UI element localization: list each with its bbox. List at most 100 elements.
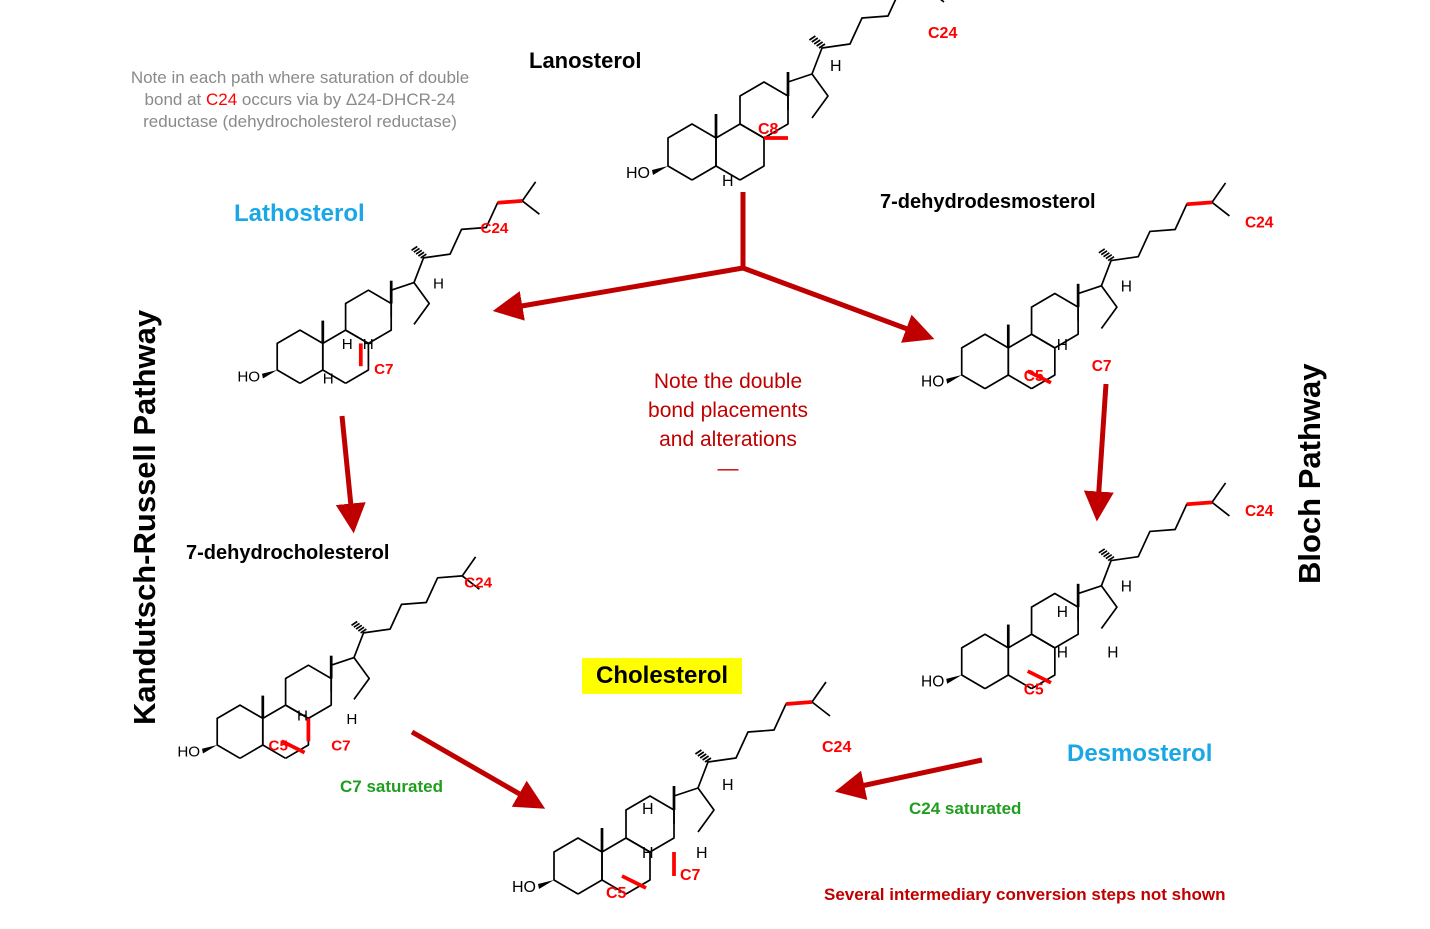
desmosterol-structure-side-chain	[1100, 501, 1213, 587]
lathosterol-structure-ring-a	[276, 329, 324, 385]
desmosterol-structure-ho-label: HO	[921, 674, 944, 691]
dehydrodesmosterol-structure-hash-4	[1098, 248, 1106, 254]
dehydrodesmosterol-structure-ring-c	[1030, 292, 1079, 349]
kandutsch-russell-label: Kandutsch-Russell Pathway	[127, 309, 162, 725]
dehydrocholesterol-structure-carbon-label-1: C5	[269, 738, 289, 755]
cholesterol-structure-side-methyl-b	[811, 701, 831, 717]
lanosterol-structure-carbon-label-0: C24	[928, 25, 957, 42]
intermediary-steps-note: Several intermediary conversion steps no…	[824, 885, 1226, 904]
lanosterol-structure-ho-label: HO	[626, 165, 650, 182]
c7-saturated-label: C7 saturated	[340, 777, 443, 796]
lanosterol-structure-hash-3	[811, 37, 819, 43]
desmosterol-structure-hash-4	[1098, 548, 1106, 554]
dehydrocholesterol-structure-hash-0	[360, 628, 367, 634]
lathosterol-structure-side-chain	[413, 200, 523, 283]
dehydrocholesterol-structure-carbon-label-2: C7	[331, 738, 350, 755]
dehydrodesmosterol-structure-hash-3	[1100, 250, 1108, 256]
dehydrocholesterol-structure-h-label-0: H	[297, 707, 308, 724]
lathosterol-structure-side-methyl-b	[521, 200, 540, 215]
saturation-note-start: Note in each path where saturation of do…	[130, 68, 470, 109]
lanosterol-structure-ring-b	[715, 123, 765, 181]
dehydrodesmosterol-structure-highlight-bond-0	[1026, 369, 1052, 385]
arrow-to-dehydrocholesterol	[335, 415, 366, 534]
dehydrocholesterol-structure-h-label-1: H	[346, 711, 357, 728]
lathosterol-structure-ring-d	[390, 281, 431, 325]
lathosterol-structure-side-methyl-a	[521, 181, 537, 202]
dehydrodesmosterol-structure-ho-label: HO	[921, 374, 944, 391]
saturation-note-c24: C24	[206, 90, 238, 109]
dehydrodesmosterol-structure-hash-1	[1105, 254, 1113, 260]
lanosterol-structure-side-chain	[811, 0, 897, 75]
cholesterol-structure-hash-3	[697, 751, 705, 757]
lathosterol-structure-hash-0	[420, 253, 427, 259]
dehydrocholesterol-structure-ring-c	[284, 664, 333, 720]
arrow-to-dehydrodesmosterol	[742, 265, 935, 343]
dehydrocholesterol-structure-side-methyl-a	[461, 556, 477, 577]
cholesterol-structure-carbon-label-2: C7	[680, 867, 701, 884]
lathosterol-structure-h-label-0: H	[323, 370, 334, 387]
cholesterol-structure-hash-1	[702, 755, 710, 761]
desmosterol-structure-hash-2	[1103, 552, 1110, 558]
arrow-to-cholesterol-right	[834, 757, 983, 801]
lanosterol-structure-h-label-1: H	[830, 58, 842, 75]
dehydrodesmosterol-structure-carbon-label-1: C5	[1024, 368, 1044, 385]
lathosterol-structure-h-label-2: H	[363, 336, 374, 353]
dehydrodesmosterol-structure-ring-d	[1077, 284, 1118, 329]
lanosterol-structure-carbon-label-1: C8	[758, 121, 779, 138]
lathosterol-structure-h-label-3: H	[433, 275, 444, 292]
cholesterol-title: Cholesterol	[582, 658, 743, 694]
dehydrodesmosterol-structure-highlight-bond-1	[1186, 200, 1213, 207]
cholesterol-structure-side-chain	[697, 701, 813, 789]
cholesterol-structure-h-label-3: H	[722, 777, 734, 794]
bloch-label: Bloch Pathway	[1292, 363, 1327, 585]
dehydrodesmosterol-structure-h-label-0: H	[1057, 337, 1068, 354]
cholesterol-structure-h-label-1: H	[642, 845, 654, 862]
desmosterol-structure-oh-wedge	[946, 675, 962, 684]
cholesterol-structure-hash-0	[704, 757, 712, 763]
cholesterol-structure-h-label-0: H	[642, 801, 654, 818]
lathosterol-structure-highlight-bond-1	[497, 199, 523, 205]
desmosterol-structure-ring-d	[1077, 584, 1118, 629]
double-bond-note-dash: —	[717, 457, 739, 480]
lanosterol-structure-h-label-0: H	[722, 173, 734, 190]
lanosterol-title: Lanosterol	[529, 48, 642, 73]
lanosterol-structure-hash-4	[808, 35, 816, 41]
lanosterol-structure-hash-2	[813, 39, 821, 45]
cholesterol-structure-ring-c	[625, 795, 675, 853]
reaction-arrows	[335, 192, 1114, 809]
dehydrocholesterol-structure-hash-3	[353, 622, 360, 628]
lathosterol-structure-hash-4	[411, 245, 418, 252]
dehydrodesmosterol-structure-oh-wedge	[946, 375, 962, 384]
lanosterol-structure-hash-0	[818, 43, 826, 49]
cholesterol-structure-side-methyl-a	[811, 681, 827, 703]
desmosterol-title: Desmosterol	[1067, 740, 1213, 767]
arrow-to-lathosterol	[492, 265, 744, 321]
dehydrocholesterol-structure-oh-wedge	[202, 745, 218, 754]
cholesterol-structure-hash-4	[694, 749, 702, 755]
arrow-to-desmosterol	[1083, 383, 1114, 522]
double-bond-note: Note the double bond placements and alte…	[628, 367, 828, 483]
desmosterol-structure-h-label-2: H	[1107, 645, 1118, 662]
lathosterol-structure-ho-label: HO	[237, 368, 260, 385]
saturation-note-end: occurs via by Δ24-DHCR-24 reductase (deh…	[143, 90, 457, 131]
dehydrodesmosterol-structure-carbon-label-2: C7	[1092, 358, 1112, 375]
dehydrocholesterol-structure-hash-2	[355, 624, 363, 630]
cholesterol-structure-oh-wedge	[538, 880, 554, 889]
dehydrocholesterol-structure-ring-a	[216, 704, 264, 760]
lathosterol-structure-h-label-1: H	[342, 336, 353, 353]
desmosterol-structure-highlight-bond-1	[1186, 500, 1213, 507]
dehydrocholesterol-structure-side-chain	[353, 575, 463, 658]
dehydrodesmosterol-structure-hash-2	[1103, 252, 1110, 258]
lathosterol-structure-hash-1	[417, 251, 425, 257]
cholesterol-structure-carbon-label-1: C5	[606, 885, 627, 902]
cholesterol-structure-h-label-2: H	[696, 845, 708, 862]
desmosterol-structure-h-label-1: H	[1057, 645, 1068, 662]
cholesterol-structure-highlight-bond-2	[785, 700, 813, 706]
